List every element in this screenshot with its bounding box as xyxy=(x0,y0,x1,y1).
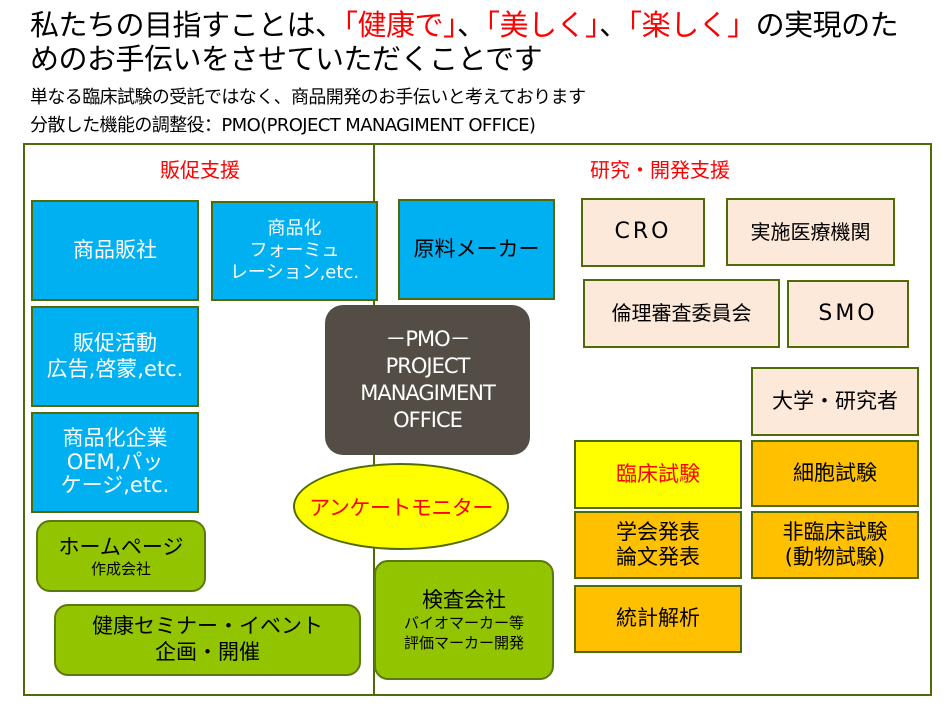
box-oem: 商品化企業 OEM,パッ ケージ,etc. xyxy=(31,412,199,513)
box-seminar: 健康セミナー・イベント 企画・開催 xyxy=(54,604,361,676)
subheading-2: 分散した機能の調整役：PMO(PROJECT MANAGIMENT OFFICE… xyxy=(30,115,536,136)
box-raw-material-maker: 原料メーカー xyxy=(398,199,555,300)
pmo-box: －PMO－ PROJECT MANAGIMENT OFFICE xyxy=(325,305,530,455)
headline-prefix: 私たちの目指すことは、 xyxy=(30,8,344,42)
headline-enjoyable: 「楽しく」 xyxy=(627,8,757,42)
box-university: 大学・研究者 xyxy=(751,367,919,436)
headline-line-2: めのお手伝いをさせていただくことです xyxy=(30,42,543,76)
box-statistics: 統計解析 xyxy=(574,585,742,653)
headline-suffix: の実現のた xyxy=(755,8,899,42)
homepage-label: ホームページ xyxy=(58,534,184,559)
survey-monitor-label: アンケートモニター xyxy=(309,495,493,520)
subheading-1: 単なる臨床試験の受託ではなく、商品開発のお手伝いと考えております xyxy=(30,87,586,108)
box-lab-company: 検査会社 バイオマーカー等 評価マーカー開発 xyxy=(374,560,554,680)
box-medical-institution: 実施医療機関 xyxy=(726,198,895,266)
headline-healthy: 「健康で」 xyxy=(343,8,458,42)
diagram-frame xyxy=(23,143,932,696)
section-title-sales-support: 販促支援 xyxy=(160,158,240,182)
box-cro: CRO xyxy=(581,198,705,267)
box-homepage: ホームページ 作成会社 xyxy=(36,520,206,592)
headline-sep-1: 、 xyxy=(457,8,486,42)
box-formulation: 商品化 フォーミュ レーション,etc. xyxy=(211,201,378,301)
headline-sep-2: 、 xyxy=(599,8,628,42)
lab-company-sublabel: バイオマーカー等 評価マーカー開発 xyxy=(403,614,524,652)
homepage-sublabel: 作成会社 xyxy=(90,559,151,578)
survey-monitor-ellipse: アンケートモニター xyxy=(293,463,509,550)
box-cell-test: 細胞試験 xyxy=(751,440,919,507)
box-promotion: 販促活動 広告,啓蒙,etc. xyxy=(31,306,199,407)
headline-beautiful: 「美しく」 xyxy=(485,8,600,42)
box-ethics-committee: 倫理審査委員会 xyxy=(583,279,780,348)
headline-line-1: 私たちの目指すことは、「健康で」、「美しく」、「楽しく」の実現のた xyxy=(30,8,899,42)
box-product-sales: 商品販社 xyxy=(31,200,199,301)
box-presentation: 学会発表 論文発表 xyxy=(574,511,742,579)
box-smo: SMO xyxy=(787,280,909,348)
box-clinical-trial: 臨床試験 xyxy=(574,440,742,509)
box-nonclinical-test: 非臨床試験 (動物試験) xyxy=(751,511,919,579)
lab-company-label: 検査会社 xyxy=(422,587,506,612)
section-title-rnd-support: 研究・開発支援 xyxy=(590,158,730,182)
